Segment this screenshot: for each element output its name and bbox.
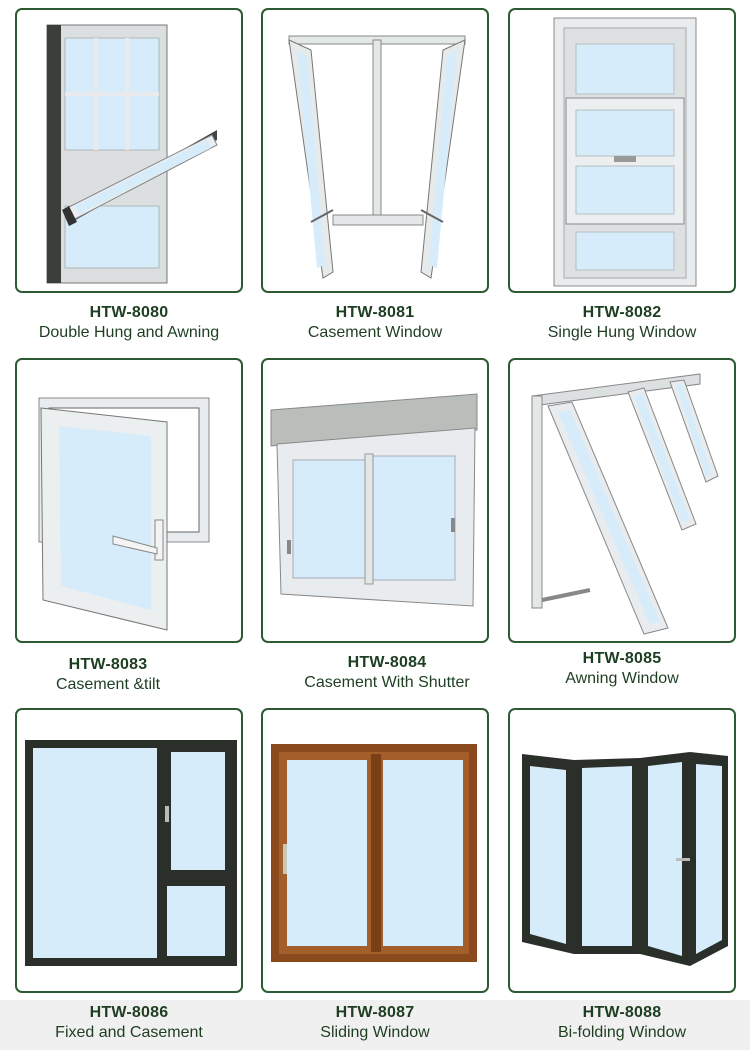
product-caption: HTW-8080 Double Hung and Awning bbox=[4, 303, 254, 343]
product-code: HTW-8084 bbox=[347, 654, 427, 671]
casement-shutter-window-icon bbox=[270, 393, 478, 607]
casement-tilt-window-icon bbox=[38, 397, 210, 631]
product-code: HTW-8086 bbox=[89, 1004, 169, 1021]
product-name: Double Hung and Awning bbox=[38, 324, 220, 341]
product-card-8086[interactable] bbox=[15, 708, 243, 993]
product-card-8081[interactable] bbox=[261, 8, 489, 293]
product-caption: HTW-8083 Casement &tilt bbox=[0, 655, 233, 695]
product-name: Single Hung Window bbox=[547, 324, 697, 341]
bi-folding-window-icon bbox=[522, 752, 728, 966]
product-code: HTW-8085 bbox=[582, 650, 662, 667]
product-card-8082[interactable] bbox=[508, 8, 736, 293]
product-code: HTW-8081 bbox=[335, 304, 415, 321]
product-name: Casement With Shutter bbox=[304, 674, 470, 691]
sliding-window-icon bbox=[271, 744, 477, 962]
double-hung-awning-window-icon bbox=[46, 24, 218, 284]
product-caption: HTW-8086 Fixed and Casement bbox=[4, 1003, 254, 1043]
product-caption: HTW-8088 Bi-folding Window bbox=[497, 1003, 747, 1043]
product-name: Awning Window bbox=[565, 670, 679, 687]
product-card-8088[interactable] bbox=[508, 708, 736, 993]
fixed-casement-window-icon bbox=[25, 740, 237, 966]
product-name: Casement &tilt bbox=[55, 676, 161, 693]
product-code: HTW-8088 bbox=[582, 1004, 662, 1021]
casement-window-icon bbox=[288, 35, 466, 279]
awning-window-icon bbox=[531, 373, 719, 635]
product-card-8080[interactable] bbox=[15, 8, 243, 293]
product-name: Bi-folding Window bbox=[557, 1024, 687, 1041]
product-card-8085[interactable] bbox=[508, 358, 736, 643]
product-name: Sliding Window bbox=[320, 1024, 430, 1041]
product-code: HTW-8080 bbox=[89, 304, 169, 321]
footer-band bbox=[0, 1000, 750, 1050]
product-caption: HTW-8087 Sliding Window bbox=[250, 1003, 500, 1043]
product-card-8084[interactable] bbox=[261, 358, 489, 643]
product-code: HTW-8087 bbox=[335, 1004, 415, 1021]
product-card-8083[interactable] bbox=[15, 358, 243, 643]
product-name: Fixed and Casement bbox=[55, 1024, 203, 1041]
product-caption: HTW-8081 Casement Window bbox=[250, 303, 500, 343]
product-caption: HTW-8085 Awning Window bbox=[497, 649, 747, 689]
product-code: HTW-8082 bbox=[582, 304, 662, 321]
product-caption: HTW-8084 Casement With Shutter bbox=[262, 653, 512, 693]
product-code: HTW-8083 bbox=[68, 656, 148, 673]
single-hung-window-icon bbox=[553, 17, 697, 287]
product-caption: HTW-8082 Single Hung Window bbox=[497, 303, 747, 343]
product-name: Casement Window bbox=[307, 324, 443, 341]
product-card-8087[interactable] bbox=[261, 708, 489, 993]
